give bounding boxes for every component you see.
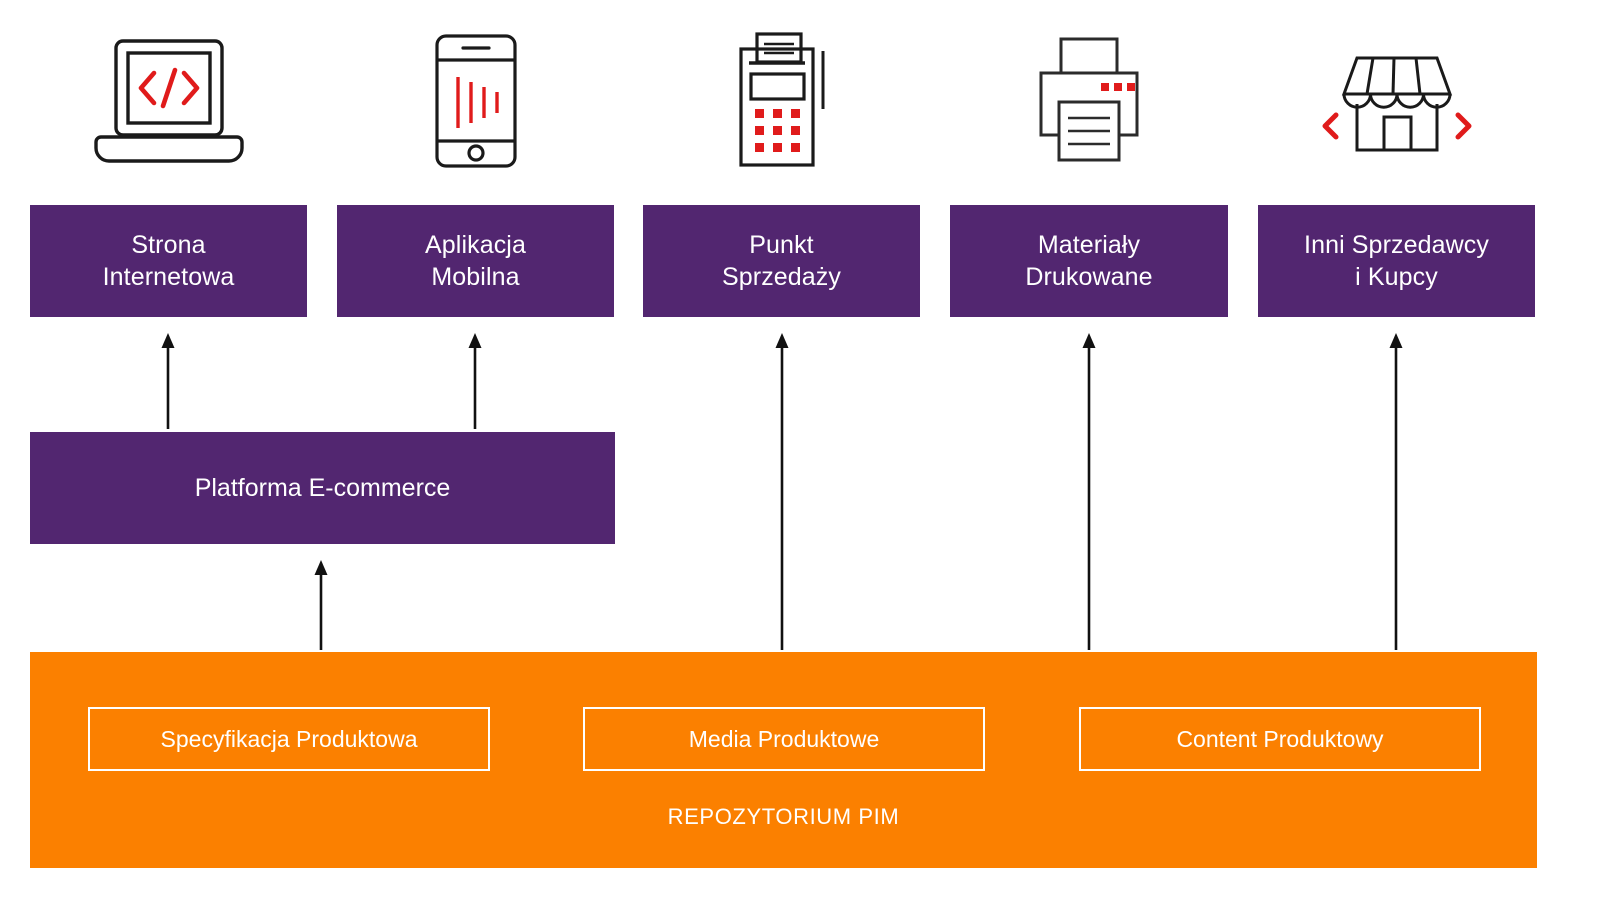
- flow-arrow-repository-to-platform: [313, 560, 329, 650]
- repo-box-content-produktowy[interactable]: Content Produktowy: [1079, 707, 1481, 771]
- repo-box-media-produktowe[interactable]: Media Produktowe: [583, 707, 985, 771]
- channel-label-line-2: Internetowa: [102, 263, 235, 291]
- repo-box-specyfikacja-produktowa[interactable]: Specyfikacja Produktowa: [88, 707, 490, 771]
- flow-arrow-platform-to-strona: [160, 333, 176, 429]
- channel-label-line-1: Aplikacja: [425, 231, 526, 259]
- channel-label-line-2: Drukowane: [1025, 263, 1153, 291]
- laptop-code-icon: [30, 28, 307, 173]
- repository-band-pim: Specyfikacja Produktowa Media Produktowe…: [30, 652, 1537, 868]
- channel-box-materialy-drukowane[interactable]: Materiały Drukowane: [950, 205, 1228, 317]
- channel-label-line-1: Inni Sprzedawcy: [1304, 231, 1489, 259]
- flow-arrow-repository-to-materialy: [1081, 333, 1097, 650]
- channel-box-strona-internetowa[interactable]: Strona Internetowa: [30, 205, 307, 317]
- pos-terminal-icon: [643, 28, 920, 173]
- platform-box-e-commerce[interactable]: Platforma E-commerce: [30, 432, 615, 544]
- repo-box-label: Media Produktowe: [688, 725, 880, 752]
- repo-box-label: Specyfikacja Produktowa: [160, 725, 418, 752]
- channel-box-aplikacja-mobilna[interactable]: Aplikacja Mobilna: [337, 205, 614, 317]
- mobile-app-icon: [337, 28, 614, 173]
- channel-label-line-1: Strona: [131, 231, 206, 259]
- platform-label: Platforma E-commerce: [194, 473, 451, 502]
- repository-caption: REPOZYTORIUM PIM: [667, 804, 900, 829]
- channel-box-punkt-sprzedazy[interactable]: Punkt Sprzedaży: [643, 205, 920, 317]
- flow-arrow-platform-to-aplikacja: [467, 333, 483, 429]
- channel-box-inni-sprzedawcy[interactable]: Inni Sprzedawcy i Kupcy: [1258, 205, 1535, 317]
- channel-label-line-1: Materiały: [1037, 231, 1141, 259]
- storefront-icon: [1258, 28, 1535, 173]
- channel-label-line-2: Mobilna: [431, 263, 520, 291]
- flow-arrow-repository-to-inni: [1388, 333, 1404, 650]
- printer-icon: [950, 28, 1228, 173]
- channel-label-line-2: i Kupcy: [1355, 263, 1438, 291]
- flow-arrow-repository-to-punkt: [774, 333, 790, 650]
- repo-box-label: Content Produktowy: [1176, 725, 1384, 752]
- channel-label-line-2: Sprzedaży: [721, 263, 841, 291]
- channel-label-line-1: Punkt: [749, 231, 814, 259]
